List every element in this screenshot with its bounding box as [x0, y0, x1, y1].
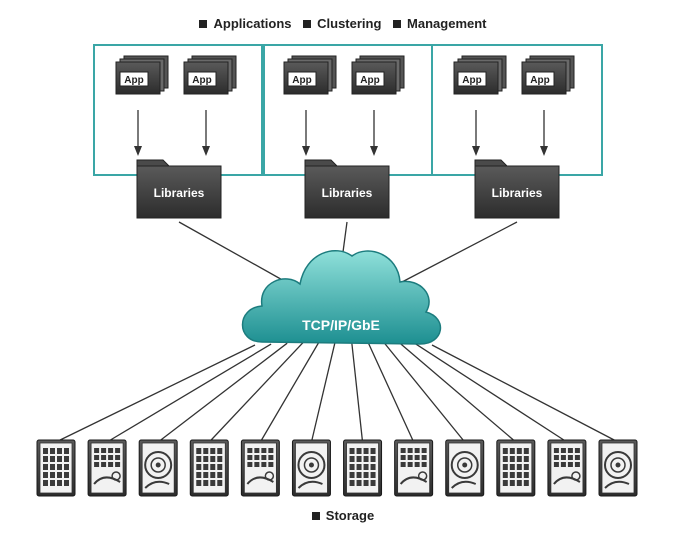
- storage-link-line: [55, 344, 256, 443]
- application-group: App App: [261, 44, 433, 176]
- legend-bottom: Storage: [0, 508, 678, 523]
- library-folder-icon: Libraries: [304, 159, 390, 219]
- ssd-icon: [189, 439, 229, 497]
- storage-link-line: [157, 342, 288, 443]
- app-label: App: [530, 75, 549, 86]
- app-stack-icon: App: [283, 55, 337, 95]
- library-label: Libraries: [492, 186, 543, 200]
- library-folder-icon: Libraries: [136, 159, 222, 219]
- legend-applications: Applications: [213, 16, 292, 31]
- application-group: App App: [93, 44, 265, 176]
- app-label: App: [192, 75, 211, 86]
- library-folder-icon: Libraries: [474, 159, 560, 219]
- usb-drive-icon: [547, 439, 587, 497]
- arrow-head-icon: [134, 146, 142, 156]
- network-label: TCP/IP/GbE: [302, 317, 380, 333]
- network-cloud-icon: TCP/IP/GbE: [241, 249, 442, 345]
- network-link-line: [178, 221, 287, 283]
- ssd-icon: [343, 439, 383, 497]
- arrow-head-icon: [202, 146, 210, 156]
- storage-link-line: [208, 341, 304, 443]
- storage-link-line: [367, 341, 415, 443]
- legend-clustering: Clustering: [317, 16, 382, 31]
- ssd-icon: [36, 439, 76, 497]
- legend-storage: Storage: [325, 508, 375, 523]
- application-group: App App: [431, 44, 603, 176]
- storage-link-line: [383, 341, 466, 443]
- legend-square-icon: [311, 512, 320, 521]
- hard-disk-icon: [291, 439, 331, 497]
- legend-management: Management: [407, 16, 487, 31]
- storage-link-line: [415, 343, 568, 443]
- app-stack-icon: App: [521, 55, 575, 95]
- app-label: App: [360, 75, 379, 86]
- usb-drive-icon: [240, 439, 280, 497]
- usb-drive-icon: [394, 439, 434, 497]
- network-link-line: [401, 221, 518, 283]
- storage-link-line: [310, 340, 337, 443]
- hard-disk-icon: [445, 439, 485, 497]
- storage-link-line: [399, 342, 517, 443]
- usb-drive-icon: [87, 439, 127, 497]
- legend-square-icon: [393, 20, 402, 29]
- legend-square-icon: [303, 20, 312, 29]
- app-stack-icon: App: [351, 55, 405, 95]
- ssd-icon: [496, 439, 536, 497]
- network-link-line: [342, 221, 348, 253]
- storage-link-line: [106, 343, 272, 443]
- library-label: Libraries: [154, 186, 205, 200]
- hard-disk-icon: [598, 439, 638, 497]
- storage-link-line: [259, 341, 320, 443]
- legend-top: Applications Clustering Management: [0, 16, 678, 31]
- app-stack-icon: App: [115, 55, 169, 95]
- storage-link-line: [350, 340, 364, 443]
- hard-disk-icon: [138, 439, 178, 497]
- arrow-head-icon: [472, 146, 480, 156]
- app-stack-icon: App: [453, 55, 507, 95]
- app-label: App: [124, 75, 143, 86]
- storage-link-line: [431, 344, 619, 443]
- arrow-head-icon: [302, 146, 310, 156]
- library-label: Libraries: [322, 186, 373, 200]
- app-stack-icon: App: [183, 55, 237, 95]
- arrow-head-icon: [540, 146, 548, 156]
- legend-square-icon: [199, 20, 208, 29]
- arrow-head-icon: [370, 146, 378, 156]
- app-label: App: [292, 75, 311, 86]
- app-label: App: [462, 75, 481, 86]
